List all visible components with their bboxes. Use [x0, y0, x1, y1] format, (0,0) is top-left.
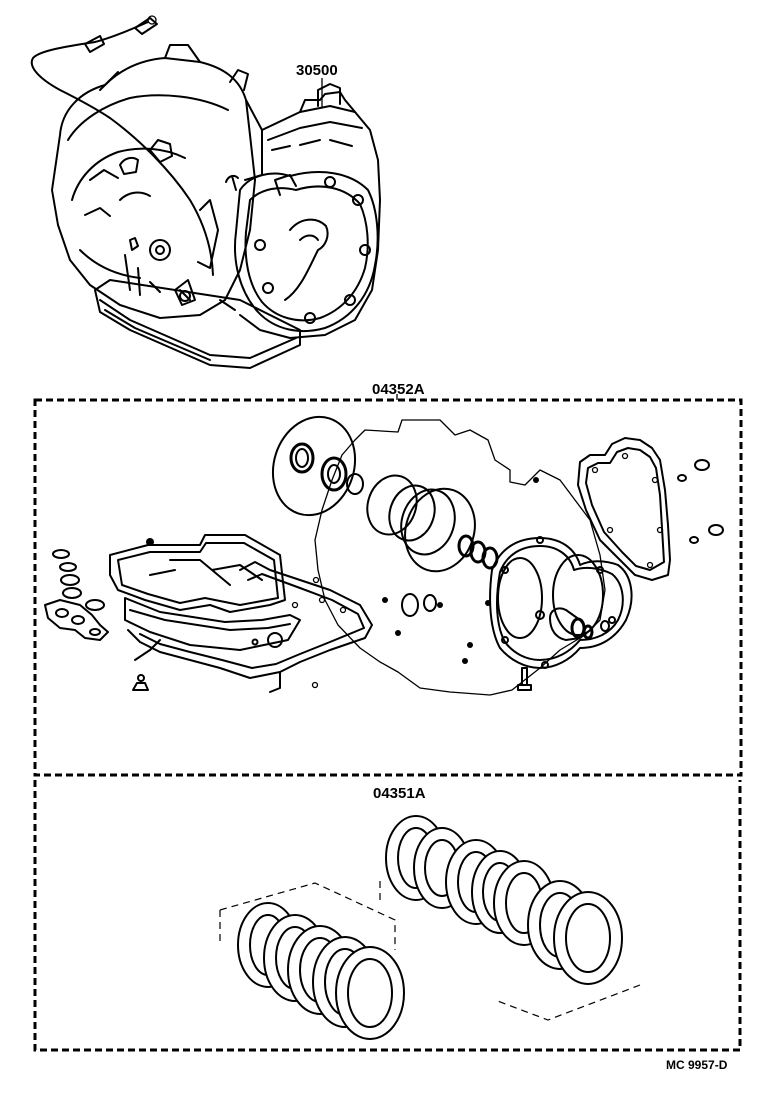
kit-04351a-boundary: [33, 780, 742, 1052]
kit-04352a-boundary: [33, 398, 743, 777]
part-number-04351a: 04351A: [373, 785, 426, 802]
figure-code: MC 9957-D: [666, 1058, 728, 1072]
overhaul-gasket-kit-region: [33, 394, 743, 777]
transaxle-assembly: [30, 15, 381, 369]
part-number-30500: 30500: [296, 62, 338, 79]
part-number-04352a: 04352A: [372, 381, 425, 398]
clutch-disc-kit-region: [33, 780, 742, 1052]
